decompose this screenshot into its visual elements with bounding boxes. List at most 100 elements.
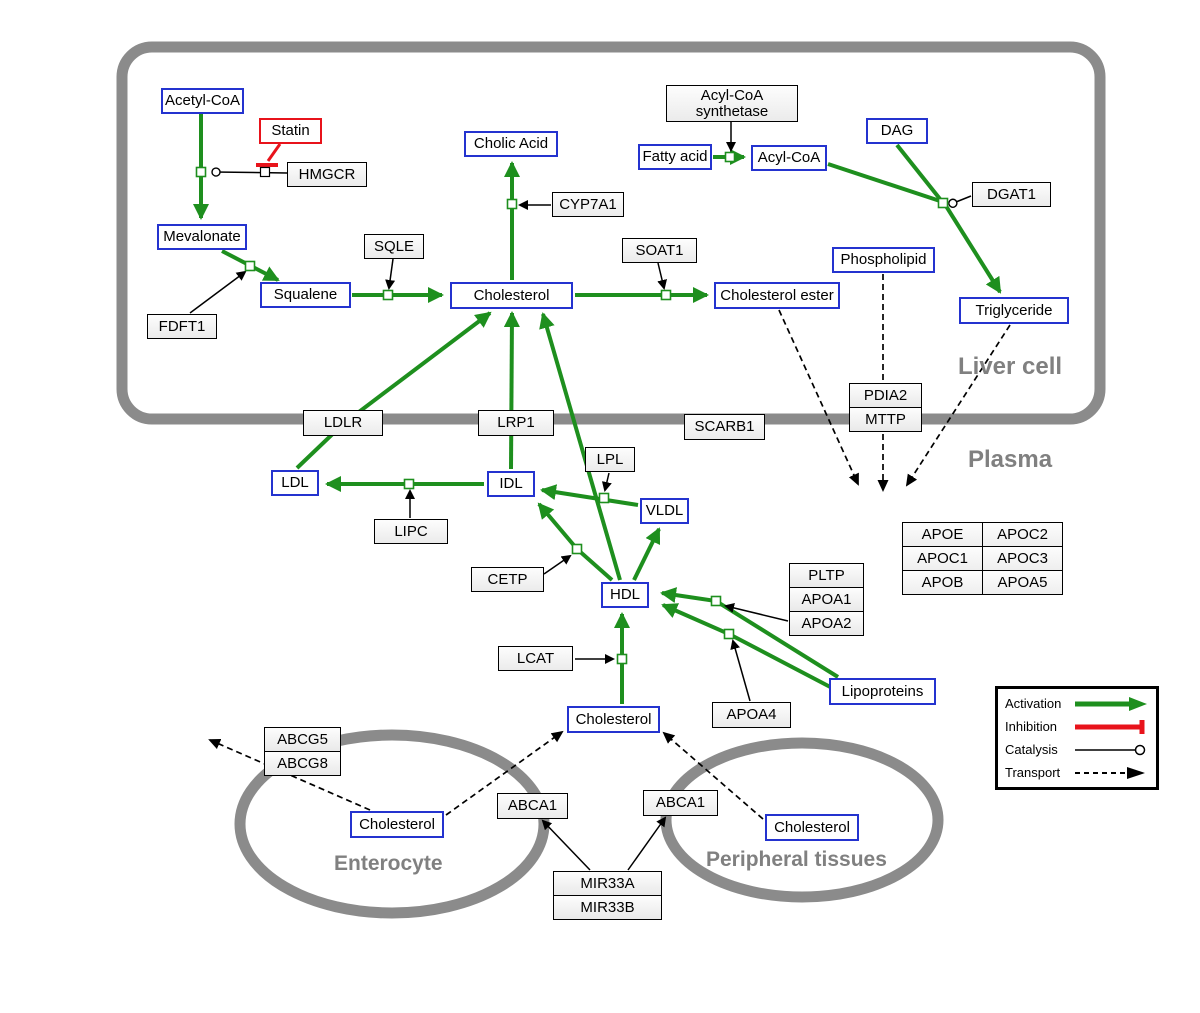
catalysis-fdft1 xyxy=(189,270,247,314)
node-acetyl-coa[interactable]: Acetyl-CoA xyxy=(161,88,244,114)
transport-peripheral-cholesterol-plasma xyxy=(662,731,764,820)
inhibition-tbar-icon xyxy=(1075,719,1145,734)
legend-row-activation: Activation xyxy=(1005,696,1149,712)
apolipoprotein-table: APOE APOC2 APOC1 APOC3 APOB APOA5 xyxy=(902,522,1063,595)
node-abcg5[interactable]: ABCG5 xyxy=(264,727,341,752)
activation-arrow-icon xyxy=(1075,696,1147,711)
node-cholesterol-ester[interactable]: Cholesterol ester xyxy=(714,282,840,309)
catalysis-lpl xyxy=(601,472,612,492)
compartment-label-peripheral: Peripheral tissues xyxy=(706,848,887,871)
node-acyl-coa-synthetase[interactable]: Acyl-CoA synthetase xyxy=(666,85,798,122)
node-cholesterol-enterocyte[interactable]: Cholesterol xyxy=(350,811,444,838)
node-dag[interactable]: DAG xyxy=(866,118,928,144)
node-apob[interactable]: APOB xyxy=(902,570,983,595)
transport-dashed-arrow-icon xyxy=(1075,766,1145,779)
transport-triglyceride-lipoproteins xyxy=(905,324,1011,487)
node-pdia2[interactable]: PDIA2 xyxy=(849,383,922,408)
legend-transport-label: Transport xyxy=(1005,765,1061,780)
compartment-label-plasma: Plasma xyxy=(968,446,1053,473)
liver-cell-membrane xyxy=(116,41,1106,425)
catalysis-apoa4 xyxy=(730,639,751,702)
acyl-coa-synthetase-line2: synthetase xyxy=(695,102,769,120)
legend: Activation Inhibition Catalysis Transpor… xyxy=(995,686,1159,790)
node-acyl-coa[interactable]: Acyl-CoA xyxy=(751,145,827,171)
node-phospholipid[interactable]: Phospholipid xyxy=(832,247,935,273)
node-mevalonate[interactable]: Mevalonate xyxy=(157,224,247,250)
node-apoc1[interactable]: APOC1 xyxy=(902,546,983,571)
catalysis-cetp xyxy=(543,554,572,575)
node-triglyceride[interactable]: Triglyceride xyxy=(959,297,1069,324)
node-apoc2[interactable]: APOC2 xyxy=(982,522,1063,547)
node-cholic-acid[interactable]: Cholic Acid xyxy=(464,131,558,157)
node-cholesterol-plasma[interactable]: Cholesterol xyxy=(567,706,660,733)
pltp-apoa1-apoa2-group: PLTP APOA1 APOA2 xyxy=(789,563,864,636)
pdia2-mttp-group: PDIA2 MTTP xyxy=(849,383,922,432)
catalysis-pltp-apoa1-apoa2 xyxy=(724,603,789,622)
transport-edges xyxy=(208,274,1011,820)
catalysis-sqle xyxy=(385,258,396,290)
node-lipoproteins[interactable]: Lipoproteins xyxy=(829,678,936,705)
transport-enterocyte-cholesterol-efflux xyxy=(208,738,371,811)
node-idl[interactable]: IDL xyxy=(487,471,535,497)
mir33a-mir33b-group: MIR33A MIR33B xyxy=(553,871,662,920)
node-hmgcr[interactable]: HMGCR xyxy=(287,162,367,187)
node-apoe[interactable]: APOE xyxy=(902,522,983,547)
statin-hmgcr-anchor xyxy=(259,166,271,178)
node-lpl[interactable]: LPL xyxy=(585,447,635,472)
compartment-label-liver: Liver cell xyxy=(958,353,1063,380)
node-abca1-enterocyte[interactable]: ABCA1 xyxy=(497,793,568,819)
inhibition-statin-hmgcr xyxy=(266,143,282,162)
node-fatty-acid[interactable]: Fatty acid xyxy=(638,144,712,170)
node-lcat[interactable]: LCAT xyxy=(498,646,573,671)
node-hdl[interactable]: HDL xyxy=(601,582,649,608)
legend-catalysis-label: Catalysis xyxy=(1005,742,1058,757)
node-apoa5[interactable]: APOA5 xyxy=(982,570,1063,595)
node-cholesterol-peripheral[interactable]: Cholesterol xyxy=(765,814,859,841)
node-ldl[interactable]: LDL xyxy=(271,470,319,496)
node-ldlr[interactable]: LDLR xyxy=(303,410,383,436)
catalysis-soat1 xyxy=(657,262,667,290)
catalysis-hmgcr xyxy=(211,167,288,177)
compartment-label-enterocyte: Enterocyte xyxy=(334,852,443,875)
legend-activation-label: Activation xyxy=(1005,696,1062,711)
transport-cholesterolester-lipoproteins xyxy=(778,309,859,486)
edge-hdl-cholesterol-liver xyxy=(539,312,622,581)
node-apoc3[interactable]: APOC3 xyxy=(982,546,1063,571)
node-cyp7a1[interactable]: CYP7A1 xyxy=(552,192,624,217)
catalysis-mir33-abca1-peripheral xyxy=(627,816,667,871)
transport-enterocyte-cholesterol-plasma xyxy=(445,730,564,816)
node-scarb1[interactable]: SCARB1 xyxy=(684,414,765,440)
node-apoa4[interactable]: APOA4 xyxy=(712,702,791,728)
node-fdft1[interactable]: FDFT1 xyxy=(147,314,217,339)
node-cetp[interactable]: CETP xyxy=(471,567,544,592)
node-sqle[interactable]: SQLE xyxy=(364,234,424,259)
catalysis-mir33-abca1-enterocyte xyxy=(541,819,591,871)
node-mir33a[interactable]: MIR33A xyxy=(553,871,662,896)
edge-hdl-vldl xyxy=(632,527,661,581)
node-abca1-peripheral[interactable]: ABCA1 xyxy=(643,790,718,816)
catalysis-edges xyxy=(189,122,972,871)
abcg5-abcg8-group: ABCG5 ABCG8 xyxy=(264,727,341,776)
node-apoa1[interactable]: APOA1 xyxy=(789,587,864,612)
node-abcg8[interactable]: ABCG8 xyxy=(264,751,341,776)
edge-dag-junction xyxy=(895,143,942,201)
node-mttp[interactable]: MTTP xyxy=(849,407,922,432)
node-dgat1[interactable]: DGAT1 xyxy=(972,182,1051,207)
node-squalene[interactable]: Squalene xyxy=(260,282,351,308)
edge-acylcoa-junction xyxy=(827,162,941,203)
reaction-anchor-nodes xyxy=(195,151,949,665)
node-vldl[interactable]: VLDL xyxy=(640,498,689,524)
catalysis-circle-icon xyxy=(1075,744,1146,755)
node-mir33b[interactable]: MIR33B xyxy=(553,895,662,920)
node-cholesterol-liver[interactable]: Cholesterol xyxy=(450,282,573,309)
node-statin[interactable]: Statin xyxy=(259,118,322,144)
node-pltp[interactable]: PLTP xyxy=(789,563,864,588)
node-lrp1[interactable]: LRP1 xyxy=(478,410,554,436)
legend-row-catalysis: Catalysis xyxy=(1005,742,1149,758)
node-apoa2[interactable]: APOA2 xyxy=(789,611,864,636)
edge-junction-triglyceride xyxy=(944,204,1002,294)
node-soat1[interactable]: SOAT1 xyxy=(622,238,697,263)
node-lipc[interactable]: LIPC xyxy=(374,519,448,544)
inhibition-edge xyxy=(256,143,282,167)
